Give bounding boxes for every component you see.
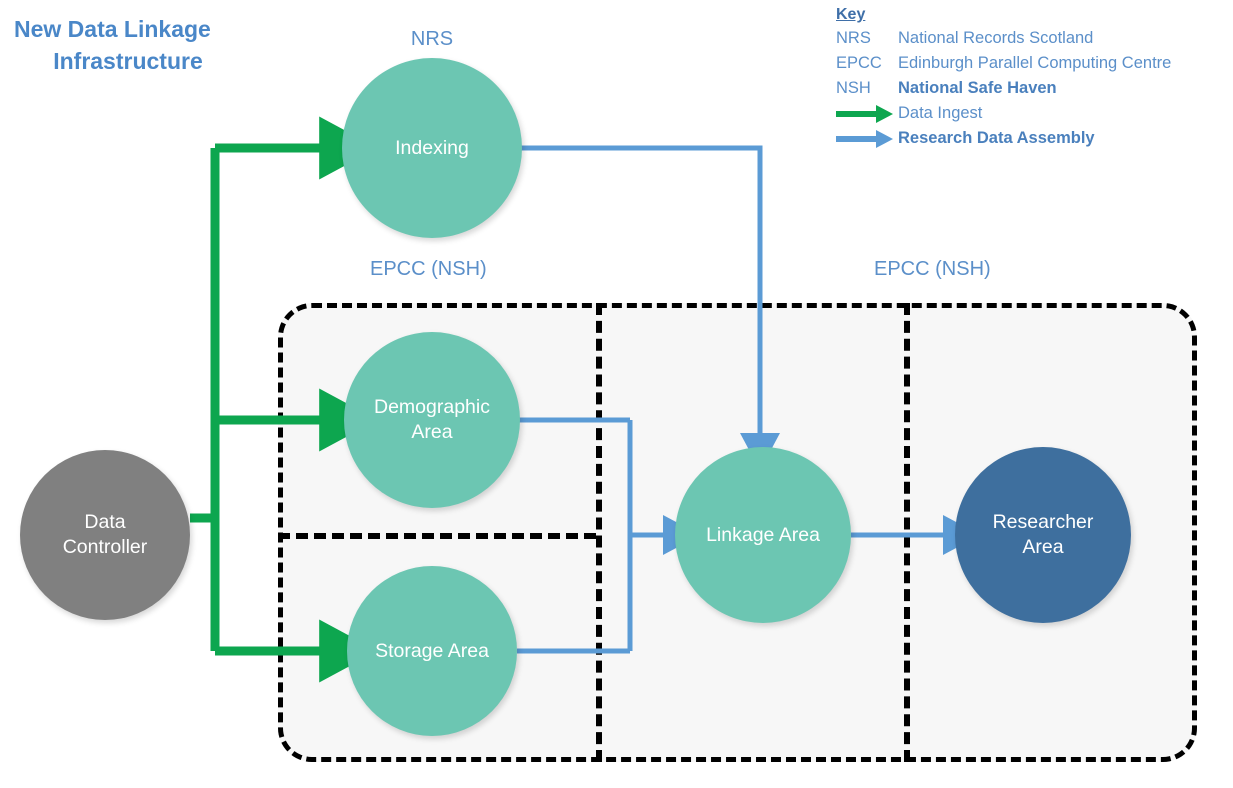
zone-divider-horizontal — [278, 533, 596, 539]
green-arrow-icon — [836, 104, 898, 123]
legend: Key NRS National Records Scotland EPCC E… — [836, 6, 1230, 151]
zone-caption-right: EPCC (NSH) — [874, 258, 991, 280]
node-demographic-area-label: Demographic Area — [364, 395, 500, 445]
node-storage-area-label: Storage Area — [375, 639, 489, 662]
zone-divider-vertical-2 — [904, 303, 910, 762]
legend-desc-research-data-assembly: Research Data Assembly — [898, 129, 1095, 147]
node-demographic-area[interactable]: Demographic Area — [344, 332, 520, 508]
page-title-line-2: Infrastructure — [53, 47, 203, 74]
node-storage-area[interactable]: Storage Area — [347, 566, 517, 736]
legend-desc-epcc: Edinburgh Parallel Computing Centre — [898, 54, 1172, 72]
node-linkage-area-label: Linkage Area — [706, 523, 820, 546]
zone-divider-vertical-1 — [596, 303, 602, 762]
legend-desc-nrs: National Records Scotland — [898, 29, 1094, 47]
legend-abbr-nsh: NSH — [836, 79, 871, 97]
legend-item-nrs: NRS National Records Scotland — [836, 26, 1230, 51]
legend-item-epcc: EPCC Edinburgh Parallel Computing Centre — [836, 51, 1230, 76]
node-data-controller-label: Data Controller — [53, 510, 158, 560]
legend-item-research-data-assembly: Research Data Assembly — [836, 126, 1230, 151]
node-indexing[interactable]: Indexing — [342, 58, 522, 238]
node-caption-nrs: NRS — [410, 28, 454, 50]
blue-arrow-icon — [836, 129, 898, 148]
node-data-controller-line-1: Data — [84, 511, 126, 534]
node-demographic-area-line-1: Demographic — [374, 396, 490, 419]
wire-data-ingest-trunk — [190, 148, 220, 651]
node-demographic-area-line-2: Area — [411, 421, 453, 443]
legend-desc-data-ingest: Data Ingest — [898, 104, 983, 122]
node-researcher-area[interactable]: Researcher Area — [955, 447, 1131, 623]
legend-abbr-epcc: EPCC — [836, 54, 882, 72]
page-title-line-1: New Data Linkage — [14, 16, 211, 42]
node-indexing-label: Indexing — [395, 136, 469, 159]
legend-heading: Key — [836, 6, 866, 23]
node-researcher-area-line-2: Area — [1022, 536, 1064, 558]
page-title: New Data Linkage Infrastructure — [14, 14, 314, 77]
legend-item-data-ingest: Data Ingest — [836, 101, 1230, 126]
zone-caption-left: EPCC (NSH) — [370, 258, 487, 280]
node-data-controller-line-2: Controller — [62, 536, 148, 558]
node-linkage-area[interactable]: Linkage Area — [675, 447, 851, 623]
legend-desc-nsh: National Safe Haven — [898, 79, 1057, 97]
legend-item-nsh: NSH National Safe Haven — [836, 76, 1230, 101]
node-researcher-area-line-1: Researcher — [992, 511, 1094, 534]
node-researcher-area-label: Researcher Area — [983, 510, 1104, 560]
node-data-controller[interactable]: Data Controller — [20, 450, 190, 620]
legend-abbr-nrs: NRS — [836, 29, 871, 47]
